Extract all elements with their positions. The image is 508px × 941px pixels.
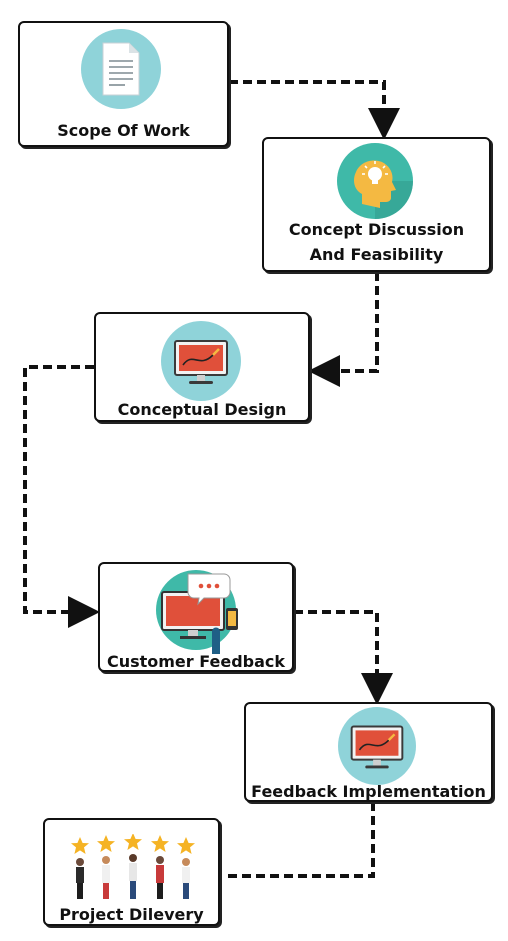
step-label: Customer Feedback (106, 652, 286, 671)
connector-implementation-to-delivery (223, 802, 375, 878)
step-scope-of-work: Scope Of Work (18, 21, 229, 147)
connector-feedback-to-implementation (294, 610, 393, 705)
step-label: Feedback Implementation (251, 782, 486, 801)
document-icon (81, 29, 161, 109)
step-concept-discussion: Concept Discussion And Feasibility (262, 137, 491, 272)
step-label: Project Dilevery (59, 905, 204, 924)
connector-concept-to-design (308, 272, 379, 387)
design-monitor-icon (161, 321, 241, 401)
connector-scope-to-concept (229, 80, 400, 140)
design-monitor-icon (338, 707, 416, 785)
step-conceptual-design: Conceptual Design (94, 312, 310, 422)
step-project-delivery: Project Dilevery (43, 818, 220, 926)
connector-design-to-feedback (23, 365, 100, 628)
step-label: Conceptual Design (117, 400, 287, 419)
feedback-screen-icon (156, 570, 238, 654)
step-label-line1: Concept Discussion (288, 220, 465, 239)
step-customer-feedback: Customer Feedback (98, 562, 294, 672)
step-label-line2: And Feasibility (309, 245, 444, 264)
step-label: Scope Of Work (57, 121, 190, 140)
five-star-rating-icon (71, 834, 195, 899)
step-feedback-implementation: Feedback Implementation (244, 702, 493, 802)
idea-head-icon (337, 143, 413, 219)
